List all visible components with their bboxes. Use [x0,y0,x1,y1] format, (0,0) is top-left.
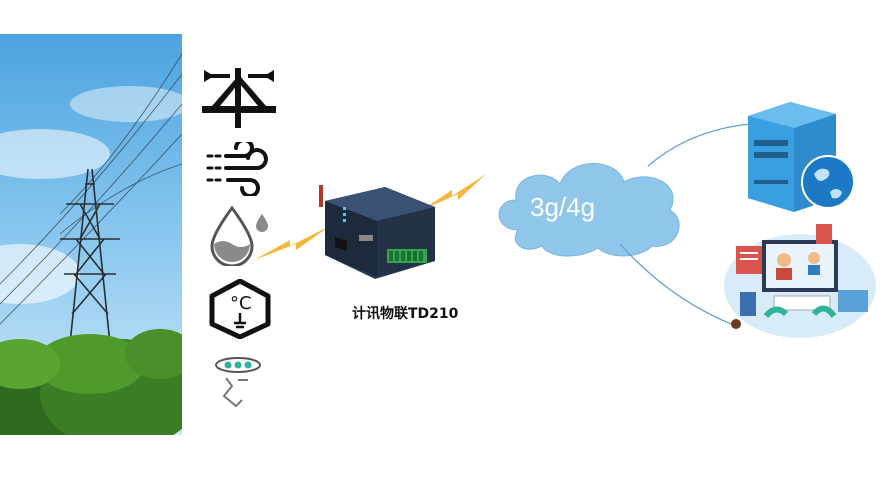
td210-router [319,185,435,279]
wind-icon [206,142,268,196]
temperature-sensor-icon: °C [209,279,271,339]
server-icon [748,102,855,212]
cellular-cloud [498,163,680,257]
water-level-icon [210,205,268,266]
displacement-sensor-icon [215,357,261,408]
network-label: 3g/4g [530,192,596,222]
svg-text:°C: °C [230,293,252,314]
link-lines [619,123,751,327]
monitoring-center-icon [724,224,876,338]
signal-bolt-left [254,226,330,260]
device-label: 计讯物联TD210 [352,306,459,322]
power-tower-photo [0,34,182,435]
signal-bolt-right [422,174,486,210]
transmission-tower-tilt-icon [202,68,276,128]
